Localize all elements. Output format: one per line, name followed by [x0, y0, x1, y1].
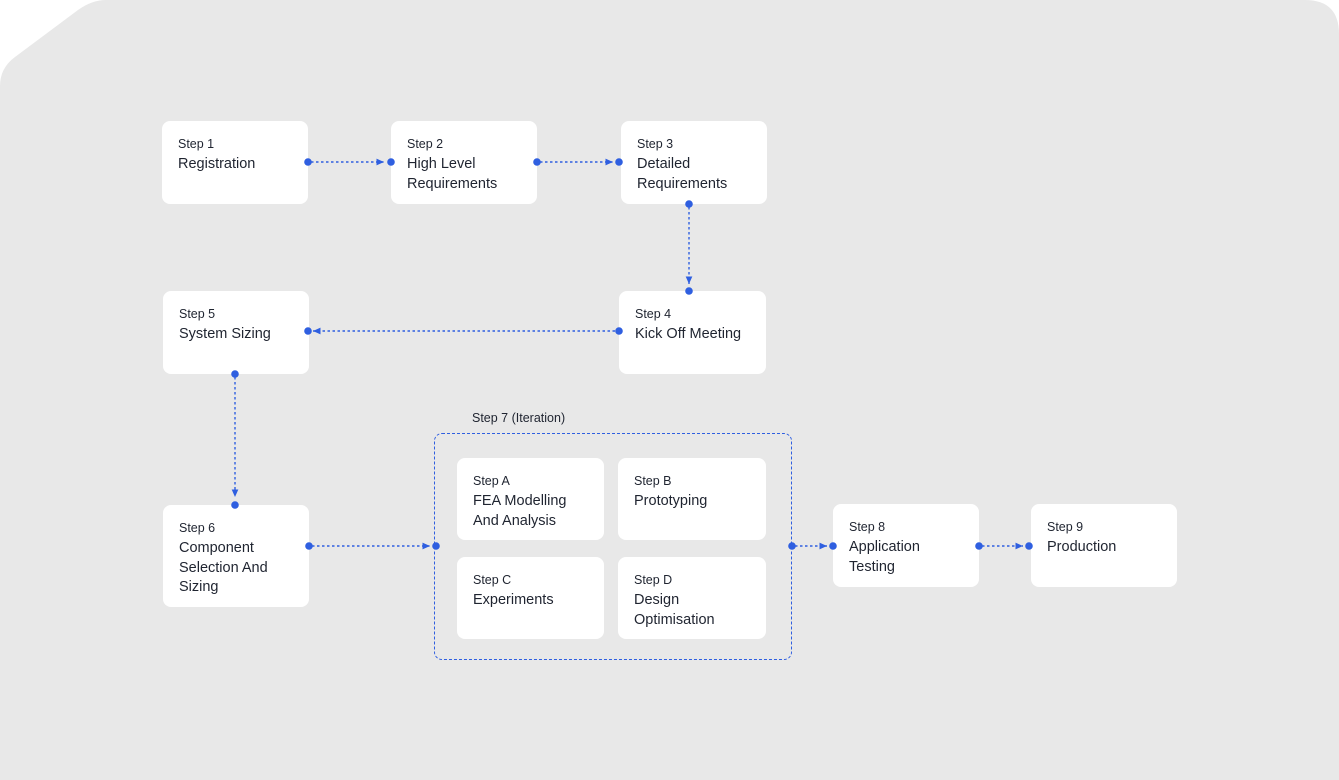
step-3-number: Step 3: [637, 137, 674, 151]
step-6-number: Step 6: [179, 521, 216, 535]
step-c-title: Experiments: [473, 592, 554, 608]
step-6-title: Component Selection And Sizing: [179, 540, 268, 595]
step-4-number: Step 4: [635, 307, 672, 321]
step-a-title: FEA Modelling And Analysis: [473, 493, 567, 529]
step-2-number: Step 2: [407, 137, 444, 151]
step-1-card[interactable]: Step 1 Registration: [162, 121, 308, 204]
step-5-number: Step 5: [179, 307, 216, 321]
step-8-card[interactable]: Step 8 Application Testing: [833, 504, 979, 587]
step-3-title: Detailed Requirements: [637, 156, 728, 192]
step-b-number: Step B: [634, 474, 672, 488]
step-9-card[interactable]: Step 9 Production: [1031, 504, 1177, 587]
step-9-number: Step 9: [1047, 520, 1084, 534]
step-b-card[interactable]: Step B Prototyping: [618, 458, 766, 540]
step-4-card[interactable]: Step 4 Kick Off Meeting: [619, 291, 766, 374]
step-1-title: Registration: [178, 156, 256, 172]
step-6-card[interactable]: Step 6 Component Selection And Sizing: [163, 505, 309, 607]
step-2-card[interactable]: Step 2 High Level Requirements: [391, 121, 537, 204]
step-4-title: Kick Off Meeting: [635, 326, 742, 342]
step-1-number: Step 1: [178, 137, 215, 151]
step-b-title: Prototyping: [634, 493, 708, 509]
step-8-title: Application Testing: [849, 539, 920, 575]
step-a-number: Step A: [473, 474, 510, 488]
step-c-card[interactable]: Step C Experiments: [457, 557, 604, 639]
step-5-title: System Sizing: [179, 326, 271, 342]
step-d-title: Design Optimisation: [634, 592, 715, 628]
step-d-number: Step D: [634, 573, 673, 587]
step-2-title: High Level Requirements: [407, 156, 498, 192]
step-d-card[interactable]: Step D Design Optimisation: [618, 557, 766, 639]
step-8-number: Step 8: [849, 520, 886, 534]
step-3-card[interactable]: Step 3 Detailed Requirements: [621, 121, 767, 204]
step-c-number: Step C: [473, 573, 512, 587]
step-9-title: Production: [1047, 539, 1117, 555]
step-a-card[interactable]: Step A FEA Modelling And Analysis: [457, 458, 604, 540]
step-5-card[interactable]: Step 5 System Sizing: [163, 291, 309, 374]
step-7-label: Step 7 (Iteration): [472, 411, 566, 425]
